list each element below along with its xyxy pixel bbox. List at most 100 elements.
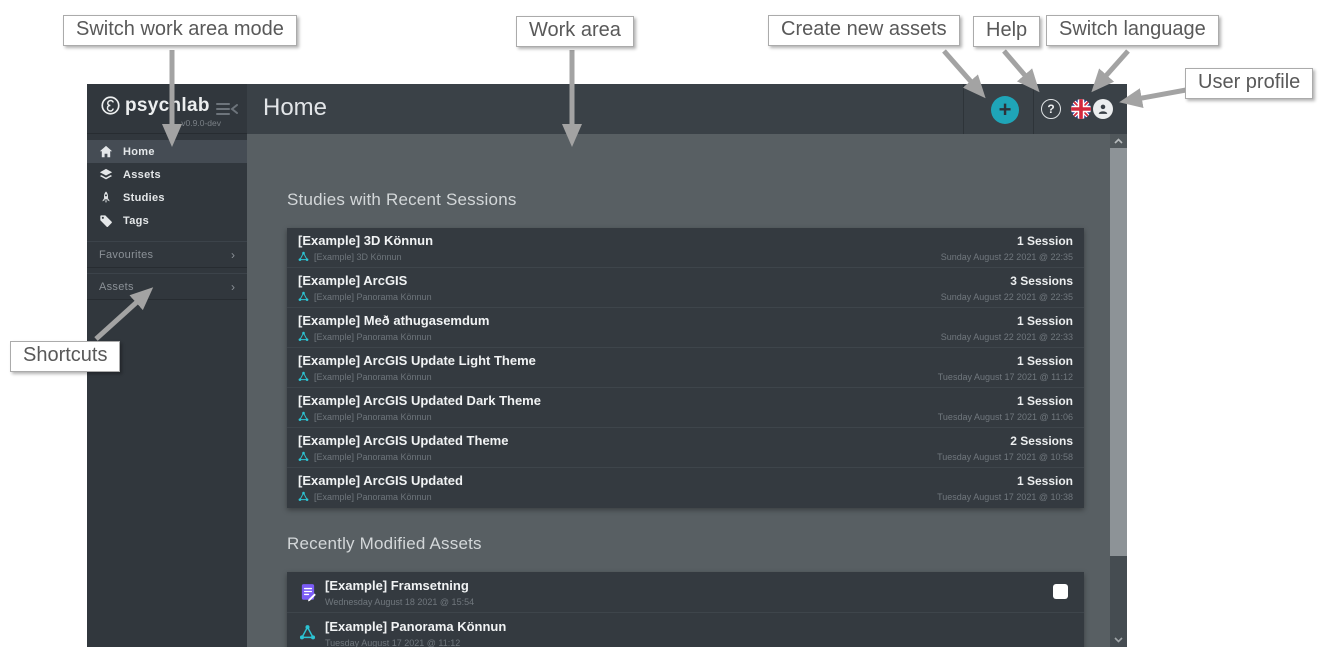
session-count: 1 Session: [1016, 394, 1073, 408]
study-title: [Example] Með athugasemdum: [298, 313, 490, 328]
header-divider: [963, 84, 964, 134]
sidebar-item-label: Tags: [123, 214, 150, 227]
sidebar-item-studies[interactable]: Studies: [87, 186, 247, 209]
session-date: Sunday August 22 2021 @ 22:33: [940, 332, 1073, 342]
asset-date: Wednesday August 18 2021 @ 15:54: [325, 597, 475, 607]
person-icon: [1098, 104, 1108, 114]
study-subtitle: [Example] Panorama Könnun: [314, 371, 432, 382]
study-triangle-icon: [298, 251, 309, 261]
session-row[interactable]: [Example] 3D Könnun [Example] 3D Könnun …: [287, 228, 1084, 268]
psychlab-app-window: psychlab v0.9.0-dev Home Assets Studies: [87, 84, 1127, 647]
arrow-user-profile: [1119, 87, 1187, 108]
session-row[interactable]: [Example] ArcGIS Updated Dark Theme [Exa…: [287, 388, 1084, 428]
session-date: Tuesday August 17 2021 @ 11:06: [937, 412, 1073, 422]
top-bar: Home + ?: [247, 84, 1127, 134]
study-subtitle: [Example] 3D Könnun: [314, 251, 402, 262]
study-subtitle: [Example] Panorama Könnun: [314, 451, 432, 462]
session-count: 1 Session: [1016, 474, 1073, 488]
chevron-right-icon: ›: [231, 279, 235, 294]
layers-icon: [99, 168, 113, 179]
asset-row[interactable]: [Example] Framsetning Wednesday August 1…: [287, 572, 1084, 613]
psychlab-logo-icon: [101, 96, 120, 120]
callout-shortcuts: Shortcuts: [10, 341, 121, 372]
session-count: 1 Session: [1016, 354, 1073, 368]
vertical-scrollbar[interactable]: [1110, 134, 1127, 647]
plus-icon: +: [998, 97, 1012, 122]
asset-checkbox[interactable]: [1053, 584, 1068, 599]
session-count: 2 Sessions: [1010, 434, 1073, 448]
callout-create-new-assets: Create new assets: [768, 15, 960, 46]
session-row[interactable]: [Example] Með athugasemdum [Example] Pan…: [287, 308, 1084, 348]
study-triangle-icon: [298, 371, 309, 381]
sidebar-item-home[interactable]: Home: [87, 140, 247, 163]
question-mark-icon: ?: [1047, 102, 1055, 116]
assets-card: [Example] Framsetning Wednesday August 1…: [287, 572, 1084, 647]
asset-row[interactable]: [Example] Panorama Könnun Tuesday August…: [287, 613, 1084, 647]
app-version: v0.9.0-dev: [181, 118, 221, 128]
language-button[interactable]: [1071, 99, 1091, 119]
scrollbar-up-arrow-icon[interactable]: [1110, 134, 1127, 148]
session-count: 1 Session: [1016, 234, 1073, 248]
study-triangle-icon: [298, 291, 309, 301]
study-triangle-icon: [298, 491, 309, 501]
session-row[interactable]: [Example] ArcGIS Updated [Example] Panor…: [287, 468, 1084, 508]
study-triangle-icon: [298, 451, 309, 461]
session-count: 1 Session: [1016, 314, 1073, 328]
study-subtitle: [Example] Panorama Könnun: [314, 291, 432, 302]
callout-switch-language: Switch language: [1046, 15, 1219, 46]
study-triangle-icon: [299, 624, 316, 646]
callout-user-profile: User profile: [1185, 68, 1314, 99]
sidebar-item-label: Studies: [123, 191, 165, 204]
study-triangle-icon: [298, 331, 309, 341]
scrollbar-down-arrow-icon[interactable]: [1110, 633, 1127, 647]
create-assets-button[interactable]: +: [991, 96, 1019, 124]
sessions-card: [Example] 3D Könnun [Example] 3D Könnun …: [287, 228, 1084, 508]
session-date: Tuesday August 17 2021 @ 10:38: [937, 492, 1073, 502]
user-profile-button[interactable]: [1093, 99, 1113, 119]
asset-title: [Example] Framsetning: [325, 578, 469, 593]
sidebar-item-label: Assets: [123, 168, 161, 181]
study-subtitle: [Example] Panorama Könnun: [314, 411, 432, 422]
tag-icon: [100, 214, 112, 227]
section-label: Favourites: [99, 248, 154, 261]
document-icon: [299, 583, 317, 607]
study-subtitle: [Example] Panorama Könnun: [314, 331, 432, 342]
uk-flag-icon: [1071, 99, 1091, 119]
brand-name: psychlab: [125, 95, 210, 116]
sidebar-item-label: Home: [123, 145, 155, 158]
asset-date: Tuesday August 17 2021 @ 11:12: [325, 638, 461, 647]
chevron-right-icon: ›: [231, 247, 235, 262]
callout-switch-work-area-mode: Switch work area mode: [63, 15, 297, 46]
scrollbar-thumb[interactable]: [1110, 148, 1127, 556]
session-row[interactable]: [Example] ArcGIS [Example] Panorama Könn…: [287, 268, 1084, 308]
assets-heading: Recently Modified Assets: [287, 534, 482, 553]
sidebar-brand-row: psychlab v0.9.0-dev: [87, 84, 247, 134]
arrow-switch-language: [1091, 49, 1130, 93]
sidebar-section-assets[interactable]: Assets ›: [87, 273, 247, 300]
session-date: Tuesday August 17 2021 @ 11:12: [937, 372, 1073, 382]
rocket-icon: [102, 190, 110, 203]
study-title: [Example] ArcGIS Updated Dark Theme: [298, 393, 541, 408]
study-title: [Example] ArcGIS: [298, 273, 408, 288]
session-count: 3 Sessions: [1010, 274, 1073, 288]
sidebar-item-assets[interactable]: Assets: [87, 163, 247, 186]
sidebar-section-favourites[interactable]: Favourites ›: [87, 241, 247, 268]
help-button[interactable]: ?: [1041, 99, 1061, 119]
callout-work-area: Work area: [516, 16, 634, 47]
work-area: Studies with Recent Sessions [Example] 3…: [247, 134, 1110, 647]
session-row[interactable]: [Example] ArcGIS Updated Theme [Example]…: [287, 428, 1084, 468]
session-date: Tuesday August 17 2021 @ 10:58: [937, 452, 1073, 462]
arrow-help: [1002, 49, 1040, 93]
callout-help: Help: [973, 16, 1041, 47]
study-title: [Example] ArcGIS Update Light Theme: [298, 353, 536, 368]
sidebar-item-tags[interactable]: Tags: [87, 209, 247, 232]
session-date: Sunday August 22 2021 @ 22:35: [940, 292, 1073, 302]
study-title: [Example] ArcGIS Updated: [298, 473, 463, 488]
header-divider: [1033, 84, 1034, 134]
session-date: Sunday August 22 2021 @ 22:35: [940, 252, 1073, 262]
sidebar-nav: Home Assets Studies Tags: [87, 140, 247, 232]
study-title: [Example] 3D Könnun: [298, 233, 434, 248]
session-row[interactable]: [Example] ArcGIS Update Light Theme [Exa…: [287, 348, 1084, 388]
collapse-sidebar-icon[interactable]: [215, 100, 239, 118]
